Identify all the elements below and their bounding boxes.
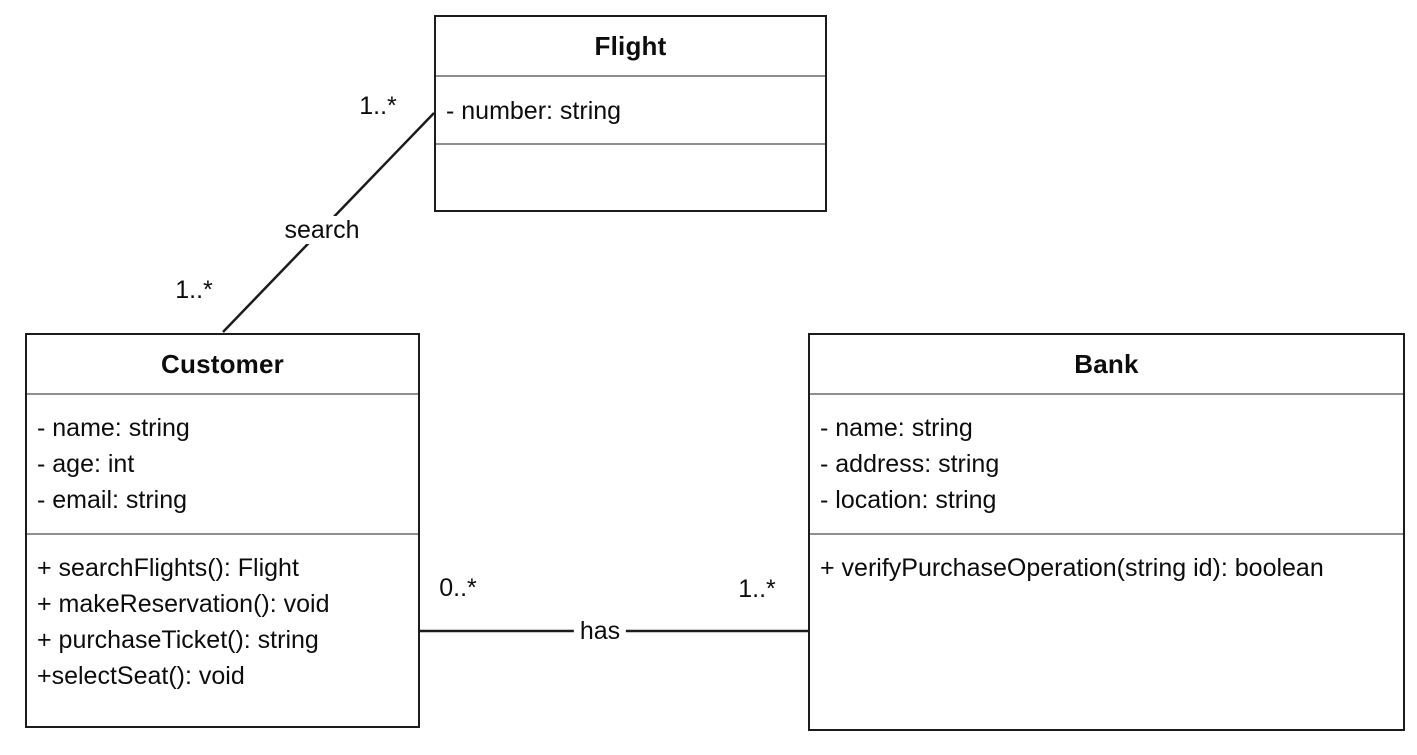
multiplicity-search-flight-end: 1..* — [359, 92, 397, 120]
attribute-line: - address: string — [820, 450, 1000, 478]
multiplicity-has-customer-end: 0..* — [439, 574, 477, 602]
method-line: + purchaseTicket(): string — [37, 626, 319, 654]
class-customer-attributes: - name: string - age: int - email: strin… — [27, 395, 418, 535]
class-flight-attributes: - number: string — [436, 77, 825, 145]
method-line: + makeReservation(): void — [37, 590, 330, 618]
attribute-line: - location: string — [820, 486, 997, 514]
class-customer: Customer - name: string - age: int - ema… — [25, 333, 420, 728]
association-label-search: search — [278, 216, 366, 244]
class-bank: Bank - name: string - address: string - … — [808, 333, 1405, 731]
attribute-line: - number: string — [446, 97, 622, 125]
class-bank-attributes: - name: string - address: string - locat… — [810, 395, 1403, 535]
method-line: +selectSeat(): void — [37, 662, 245, 690]
class-bank-name: Bank — [810, 335, 1403, 395]
class-customer-methods: + searchFlights(): Flight + makeReservat… — [27, 535, 418, 726]
method-line: + verifyPurchaseOperation(string id): bo… — [820, 554, 1324, 582]
class-bank-methods: + verifyPurchaseOperation(string id): bo… — [810, 535, 1403, 729]
class-flight-methods — [436, 145, 825, 210]
multiplicity-has-bank-end: 1..* — [738, 575, 776, 603]
attribute-line: - email: string — [37, 486, 188, 514]
multiplicity-search-customer-end: 1..* — [175, 276, 213, 304]
association-label-has: has — [573, 617, 627, 645]
method-line: + searchFlights(): Flight — [37, 554, 299, 582]
class-flight: Flight - number: string — [434, 15, 827, 212]
attribute-line: - name: string — [37, 414, 190, 442]
attribute-line: - name: string — [820, 414, 973, 442]
class-customer-name: Customer — [27, 335, 418, 395]
attribute-line: - age: int — [37, 450, 135, 478]
class-flight-name: Flight — [436, 17, 825, 77]
